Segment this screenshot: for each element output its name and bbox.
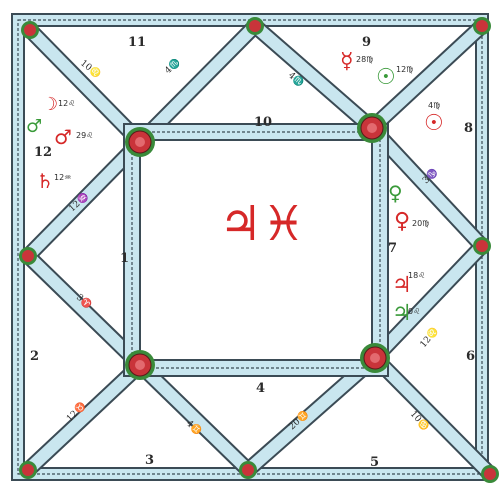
rosette (125, 127, 155, 157)
mercury-glyph: ☿ (340, 49, 354, 74)
house-number: 5 (370, 455, 379, 470)
rosette (360, 343, 390, 373)
mars-glyph: ♂ (54, 125, 72, 149)
rosette (239, 461, 257, 479)
planet-mars: ♂ (26, 116, 42, 137)
rosette (246, 17, 264, 35)
planet-degree: 0♌ (408, 307, 420, 316)
rosette (21, 21, 39, 39)
house-number: 4 (256, 381, 265, 396)
rosette (19, 461, 37, 479)
planet-venus: ♀ (388, 181, 403, 205)
planet-degree: 12♌ (58, 99, 75, 108)
planet-degree: 29♌ (76, 131, 93, 140)
saturn-glyph: ♄ (36, 169, 54, 193)
house-number: 3 (145, 453, 154, 468)
rosette (473, 17, 491, 35)
rosette (357, 113, 387, 143)
house-number: 1 (120, 251, 129, 266)
rosette (473, 237, 491, 255)
house-number: 7 (388, 241, 397, 256)
planet-degree: 12♍ (396, 65, 413, 74)
venus-glyph: ♀ (388, 181, 403, 205)
moon-glyph: ☽ (42, 94, 58, 115)
center-glyph: ♃♓︎ (219, 196, 305, 252)
house-number: 12 (34, 145, 52, 160)
house-number: 8 (464, 121, 473, 136)
planet-degree: 12♒ (54, 173, 71, 182)
house-number: 6 (466, 349, 475, 364)
sun-glyph: ☉ (376, 65, 396, 90)
sun-glyph: ☉ (424, 111, 444, 136)
house-number: 2 (30, 349, 39, 364)
rosette (19, 247, 37, 265)
mars-glyph: ♂ (26, 116, 42, 137)
house-number: 10 (254, 115, 272, 130)
planet-degree: 20♍ (412, 219, 429, 228)
planet-degree: 18♌ (408, 271, 425, 280)
venus-glyph: ♀ (394, 209, 410, 234)
house-number: 9 (362, 35, 371, 50)
planet-degree: 4♍ (428, 101, 440, 110)
house-number: 11 (128, 35, 146, 50)
rosette (125, 350, 155, 380)
rosette (481, 465, 499, 483)
planet-degree: 28♍ (356, 55, 373, 64)
